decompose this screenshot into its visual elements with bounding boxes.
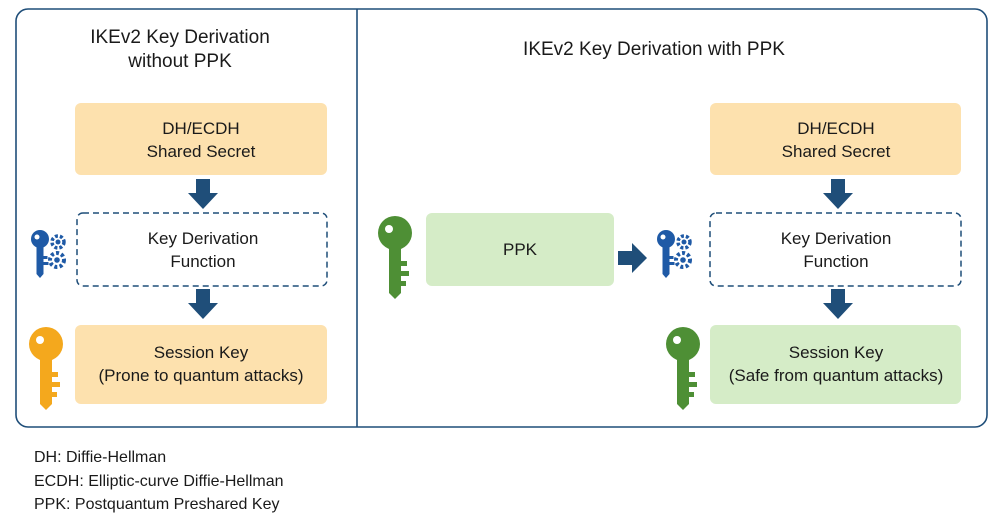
diagram-frame	[15, 8, 988, 428]
legend-item-ppk: PPK: Postquantum Preshared Key	[34, 496, 280, 513]
left-dh-label-line2: Shared Secret	[147, 142, 256, 161]
left-key-gears-icon	[29, 228, 66, 280]
right-dh-label-line2: Shared Secret	[782, 142, 891, 161]
left-kdf-label-line2: Function	[170, 252, 235, 271]
right-key-gears-icon	[655, 228, 692, 280]
right-session-label-line2: (Safe from quantum attacks)	[729, 366, 943, 385]
left-panel: IKEv2 Key Derivation without PPK DH/ECDH…	[29, 27, 328, 410]
left-dh-label-line1: DH/ECDH	[162, 119, 239, 138]
left-session-box	[75, 325, 327, 404]
left-kdf-box	[76, 212, 328, 287]
left-panel-title-line2: without PPK	[127, 51, 232, 72]
left-kdf-label-line1: Key Derivation	[148, 229, 259, 248]
ppk-label: PPK	[503, 240, 538, 259]
left-arrow-down-2	[188, 289, 218, 319]
right-kdf-label-line2: Function	[803, 252, 868, 271]
right-dh-label-line1: DH/ECDH	[797, 119, 874, 138]
right-panel: IKEv2 Key Derivation with PPK DH/ECDH Sh…	[378, 39, 962, 410]
left-dh-box	[75, 103, 327, 175]
ppk-box	[426, 213, 614, 286]
right-panel-title: IKEv2 Key Derivation with PPK	[523, 39, 785, 60]
left-arrow-down-1	[188, 179, 218, 209]
legend-item-dh: DH: Diffie-Hellman	[34, 449, 167, 466]
right-kdf-box	[709, 212, 962, 287]
right-arrow-down-1	[823, 179, 853, 209]
right-kdf-label-line1: Key Derivation	[781, 229, 892, 248]
left-session-label-line2: (Prone to quantum attacks)	[98, 366, 303, 385]
right-session-label-line1: Session Key	[789, 343, 884, 362]
legend-item-ecdh: ECDH: Elliptic-curve Diffie-Hellman	[34, 472, 284, 490]
left-session-label-line1: Session Key	[154, 343, 249, 362]
right-session-box	[710, 325, 961, 404]
orange-key-icon	[29, 327, 63, 410]
left-panel-title-line1: IKEv2 Key Derivation	[90, 27, 270, 48]
right-arrow-down-2	[823, 289, 853, 319]
ppk-arrow-right	[618, 243, 647, 273]
right-dh-box	[710, 103, 961, 175]
ppk-green-key-icon	[378, 216, 412, 299]
session-green-key-icon	[666, 327, 700, 410]
legend: DH: Diffie-Hellman ECDH: Elliptic-curve …	[34, 446, 284, 517]
